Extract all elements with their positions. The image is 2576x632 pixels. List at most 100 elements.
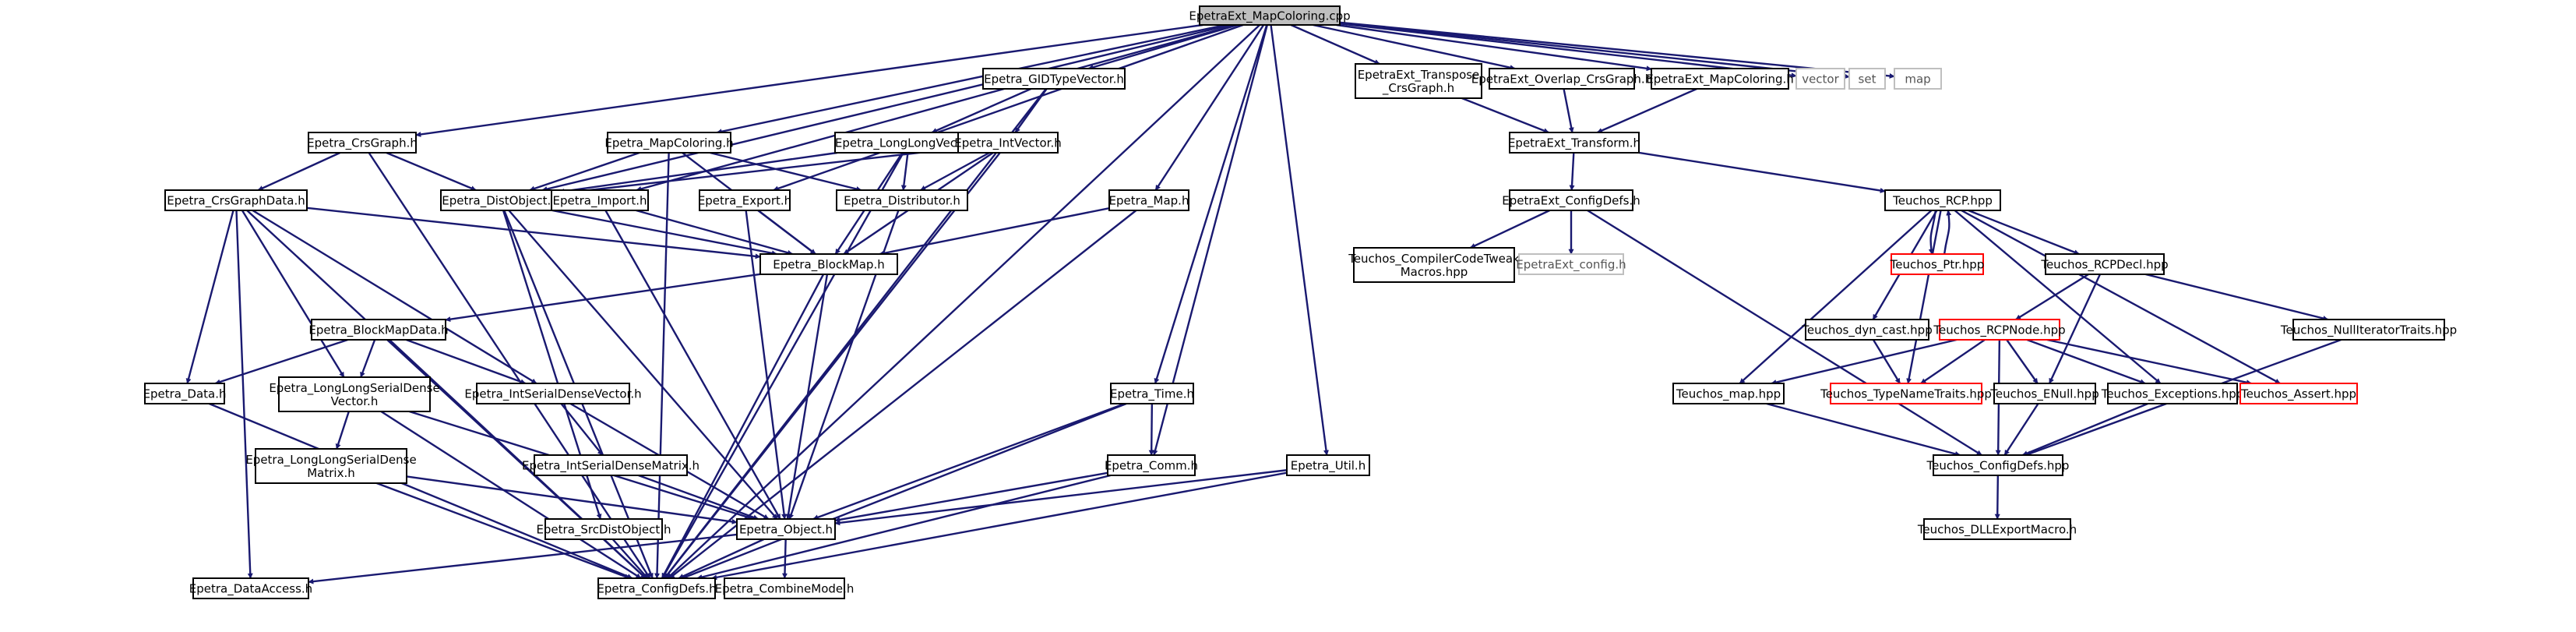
node-dataaccess[interactable]: Epetra_DataAccess.h: [189, 577, 312, 599]
node-ptr[interactable]: Teuchos_Ptr.hpp: [1890, 253, 1985, 275]
node-box: [1355, 63, 1482, 99]
node-distributor[interactable]: Epetra_Distributor.h: [836, 189, 968, 211]
node-box: [1848, 68, 1886, 90]
node-crsgraphdata[interactable]: Epetra_CrsGraphData.h: [164, 189, 308, 211]
node-label: Teuchos_Assert.hpp: [2240, 387, 2356, 402]
edge-root-to-epetra_map: [1154, 24, 1265, 191]
node-isdv[interactable]: Epetra_IntSerialDenseVector.h: [464, 383, 642, 404]
node-srcdistobject[interactable]: Epetra_SrcDistObject.h: [536, 518, 671, 540]
node-label: Vector.h: [331, 394, 379, 408]
node-teuchos-configdefs[interactable]: Teuchos_ConfigDefs.hpp: [1926, 454, 2070, 476]
node-epetraext-config[interactable]: EpetraExt_config.h: [1516, 253, 1626, 275]
node-intvector[interactable]: Epetra_IntVector.h: [954, 132, 1062, 154]
edge-llsdm-to-epetra_configdefs: [376, 482, 631, 580]
node-epetra-object[interactable]: Epetra_Object.h: [736, 518, 836, 540]
node-transpose[interactable]: EpetraExt_Transpose_CrsGraph.h: [1355, 63, 1482, 99]
node-epetra-configdefs[interactable]: Epetra_ConfigDefs.h: [597, 577, 717, 599]
node-label: Epetra_Data.h: [143, 387, 226, 402]
node-comm[interactable]: Epetra_Comm.h: [1105, 454, 1198, 476]
node-overlap[interactable]: EpetraExt_Overlap_CrsGraph.h: [1471, 68, 1652, 90]
edge-rcp-to-rcpdecl: [1968, 209, 2080, 256]
node-box: [544, 518, 663, 540]
edge-transpose-to-transform: [1461, 97, 1549, 134]
edge-export-to-blockmap: [757, 210, 816, 255]
edge-distobject-to-srcdistobject: [502, 210, 602, 520]
edge-transform-to-configdefs_ext: [1569, 152, 1575, 191]
node-gidtypevector[interactable]: Epetra_GIDTypeVector.h: [982, 68, 1126, 90]
node-vector[interactable]: vector: [1795, 68, 1845, 90]
edge-gidtypevector-to-longlongvector: [931, 87, 1031, 134]
node-label: Teuchos_Ptr.hpp: [1890, 258, 1985, 273]
node-nulliter[interactable]: Teuchos_NullIteratorTraits.hpp: [2280, 319, 2457, 341]
edge-rcpnode-to-typename: [1920, 339, 1986, 384]
node-root[interactable]: EpetraExt_MapColoring.cpp: [1189, 5, 1351, 26]
node-label: Epetra_Distributor.h: [844, 194, 960, 209]
node-configdefs-ext[interactable]: EpetraExt_ConfigDefs.h: [1502, 189, 1640, 211]
node-rcpnode[interactable]: Teuchos_RCPNode.hpp: [1933, 319, 2066, 341]
edge-epetra_object-to-epetra_configdefs: [678, 538, 765, 580]
node-rcpdecl[interactable]: Teuchos_RCPDecl.hpp: [2040, 253, 2169, 275]
edge-blockmapdata-to-epetra_data: [214, 338, 348, 385]
node-transform[interactable]: EpetraExt_Transform.h: [1508, 132, 1640, 154]
node-assert[interactable]: Teuchos_Assert.hpp: [2239, 383, 2358, 404]
node-distobject[interactable]: Epetra_DistObject.h: [440, 189, 560, 211]
node-box: [724, 577, 845, 599]
edge-rcp-to-exceptions: [1954, 210, 2162, 384]
node-combinemode[interactable]: Epetra_CombineMode.h: [715, 577, 855, 599]
node-crsgraph[interactable]: Epetra_CrsGraph.h: [307, 132, 418, 154]
node-label: Epetra_Export.h: [698, 194, 791, 209]
edge-rcpdecl-to-enull: [2048, 274, 2102, 384]
edge-util-to-epetra_configdefs: [711, 471, 1288, 581]
node-typename[interactable]: Teuchos_TypeNameTraits.hpp: [1820, 383, 1992, 404]
node-label: Epetra_LongLongSerialDense: [269, 381, 439, 396]
edge-time-to-epetra_configdefs: [682, 402, 1127, 580]
node-label: Epetra_IntSerialDenseVector.h: [464, 387, 641, 402]
node-dllexport[interactable]: Teuchos_DLLExportMacro.h: [1917, 518, 2077, 540]
node-dyncast[interactable]: Teuchos_dyn_cast.hpp: [1801, 319, 1933, 341]
edge-crsgraphdata-to-blockmap: [306, 207, 761, 260]
node-label: _CrsGraph.h: [1382, 81, 1454, 96]
node-time[interactable]: Epetra_Time.h: [1110, 383, 1194, 404]
node-epetra-data[interactable]: Epetra_Data.h: [143, 383, 227, 404]
node-blockmapdata[interactable]: Epetra_BlockMapData.h: [308, 319, 449, 341]
node-box: [2107, 383, 2238, 404]
node-ext-mapcoloring[interactable]: EpetraExt_MapColoring.h: [1646, 68, 1794, 90]
edge-transform-to-rcp: [1638, 151, 1886, 193]
node-box: [1672, 383, 1785, 404]
node-util[interactable]: Epetra_Util.h: [1286, 454, 1370, 476]
edge-crsgraphdata-to-dataaccess: [235, 210, 253, 579]
node-mapcoloring[interactable]: Epetra_MapColoring.h: [604, 132, 734, 154]
node-exceptions[interactable]: Teuchos_Exceptions.hpp: [2101, 383, 2244, 404]
node-epetra-map[interactable]: Epetra_Map.h: [1108, 189, 1189, 211]
node-label: Epetra_DistObject.h: [442, 194, 559, 209]
edge-teuchos_configdefs-to-dllexport: [1994, 475, 2000, 520]
node-label: Teuchos_TypeNameTraits.hpp: [1820, 387, 1992, 402]
node-import[interactable]: Epetra_Import.h: [551, 189, 649, 211]
node-box: [759, 253, 898, 275]
node-export[interactable]: Epetra_Export.h: [698, 189, 791, 211]
node-box: [699, 189, 791, 211]
node-box: [534, 454, 688, 476]
node-enull[interactable]: Teuchos_ENull.hpp: [1989, 383, 2099, 404]
node-set[interactable]: set: [1848, 68, 1886, 90]
node-label: Teuchos_DLLExportMacro.h: [1917, 523, 2077, 538]
node-label: Epetra_LongLongSerialDense: [245, 453, 416, 468]
node-box: [1353, 247, 1515, 283]
node-label: Epetra_SrcDistObject.h: [536, 523, 671, 538]
node-box: [736, 518, 836, 540]
node-teuchos-map[interactable]: Teuchos_map.hpp: [1672, 383, 1785, 404]
node-blockmap[interactable]: Epetra_BlockMap.h: [759, 253, 898, 275]
node-isdm[interactable]: Epetra_IntSerialDenseMatrix.h: [522, 454, 700, 476]
edge-distobject-to-blockmap: [551, 209, 777, 256]
node-rcp[interactable]: Teuchos_RCP.hpp: [1884, 189, 2001, 211]
node-label: Teuchos_map.hpp: [1676, 387, 1781, 402]
node-box: [1651, 68, 1789, 90]
edge-ptr-to-rcp: [1943, 210, 1952, 255]
node-map[interactable]: map: [1894, 68, 1942, 90]
node-label: Epetra_Import.h: [552, 194, 647, 209]
edge-blockmap-to-epetra_configdefs: [661, 274, 825, 579]
edge-root-to-import: [636, 23, 1236, 192]
